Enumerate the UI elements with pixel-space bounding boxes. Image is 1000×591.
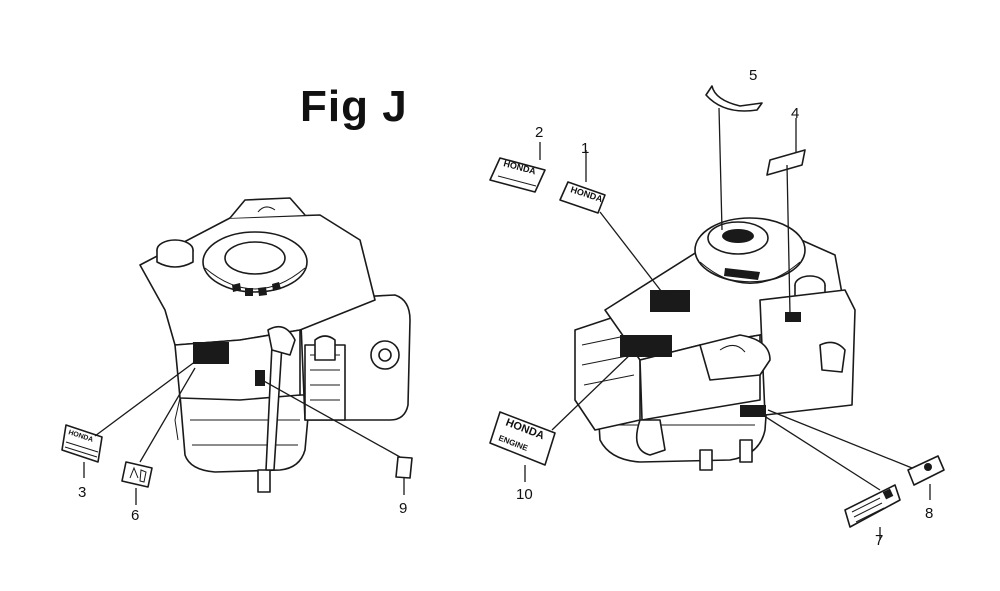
callout-5: 5 [749, 67, 757, 84]
callout-2: 2 [535, 124, 543, 141]
decal-3: HONDA [61, 424, 103, 463]
decal-4 [766, 149, 806, 176]
decal-10: HONDA ENGINE [489, 411, 556, 466]
figure-title: Fig J [300, 82, 408, 131]
callout-8: 8 [925, 505, 933, 522]
callout-numbers: 1 2 3 4 5 6 7 8 9 10 [78, 67, 933, 549]
callout-7: 7 [875, 532, 883, 549]
decal-7 [844, 484, 901, 528]
decal-9 [395, 456, 413, 479]
callout-4: 4 [791, 105, 799, 122]
callout-10: 10 [516, 486, 533, 503]
decal-1: HONDA [559, 181, 606, 214]
right-engine [574, 217, 856, 471]
callout-6: 6 [131, 507, 139, 524]
decal-8 [907, 455, 945, 486]
decal-6 [121, 461, 153, 488]
left-engine [139, 197, 411, 493]
callout-1: 1 [581, 140, 589, 157]
decal-2: HONDA [489, 157, 546, 193]
callout-3: 3 [78, 484, 86, 501]
decal-5 [705, 85, 763, 112]
callout-9: 9 [399, 500, 407, 517]
leader-lines [83, 107, 931, 540]
